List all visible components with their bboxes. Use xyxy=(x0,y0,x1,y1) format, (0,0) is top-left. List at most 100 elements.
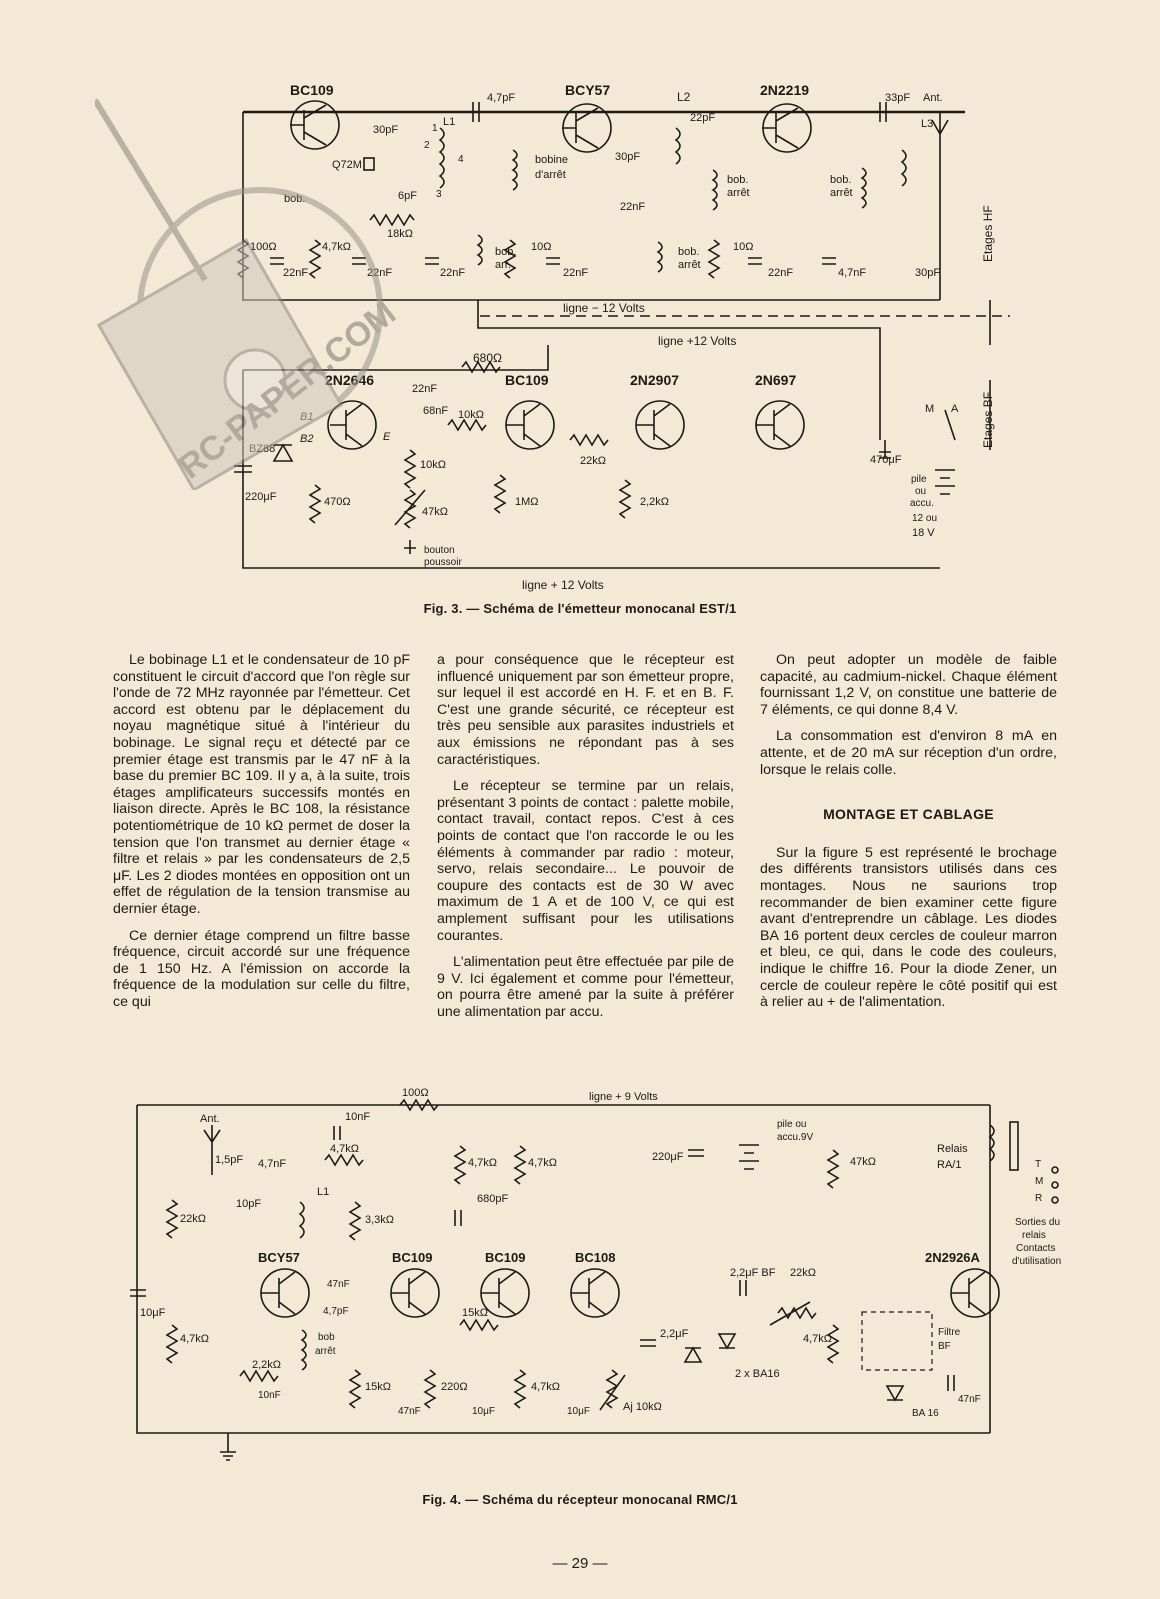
choke-bobine-arret xyxy=(511,149,518,191)
label-bc109-bf: BC109 xyxy=(505,372,549,388)
label-10k-a: 10kΩ xyxy=(458,409,484,421)
label-bob-b2: arrêt xyxy=(727,187,750,199)
label-2n2907: 2N2907 xyxy=(630,372,679,388)
label-pin4: 4 xyxy=(458,154,464,165)
cap-33pf xyxy=(879,102,887,122)
crystal xyxy=(363,157,375,171)
resistor-22k-rx xyxy=(165,1199,179,1239)
col1-paragraph-1: Le bobinage L1 et le condensateur de 10 … xyxy=(113,652,410,917)
rail-ground xyxy=(136,1105,990,1434)
label-680: 680Ω xyxy=(473,351,502,365)
label-rx-sorties: Sorties du xyxy=(1015,1217,1060,1228)
label-rx-l1: L1 xyxy=(317,1186,329,1198)
label-470: 470Ω xyxy=(324,496,351,508)
label-4p7pf: 4,7pF xyxy=(487,92,515,104)
label-bobine: bobine xyxy=(535,154,568,166)
label-rx-bf: BF xyxy=(938,1341,951,1352)
battery-rx xyxy=(739,1144,759,1170)
label-68nf: 68nF xyxy=(423,405,448,417)
label-b2: B2 xyxy=(300,433,313,445)
label-rx-10pf: 10pF xyxy=(236,1198,261,1210)
label-etages-bf: Etages BF xyxy=(981,392,995,448)
label-rx-220: 220Ω xyxy=(441,1381,468,1393)
label-bob-d2: arrêt xyxy=(678,259,701,271)
label-ligne-9v: ligne + 9 Volts xyxy=(589,1091,658,1103)
switch-ma xyxy=(944,409,956,441)
label-22nf-c: 22nF xyxy=(440,267,465,279)
label-22nf-e: 22nF xyxy=(620,201,645,213)
label-rx-10nf-a: 10nF xyxy=(345,1111,370,1123)
watermark-antenna xyxy=(92,98,208,282)
resistor-47k-rx xyxy=(826,1149,840,1189)
label-rx-contacts: Contacts xyxy=(1016,1243,1055,1254)
label-rx-ant: Ant. xyxy=(200,1113,220,1125)
cap-22nf-c xyxy=(425,257,439,265)
label-10ohm-b: 10Ω xyxy=(733,241,753,253)
label-1m: 1MΩ xyxy=(515,496,539,508)
label-rx-utilisation: d'utilisation xyxy=(1012,1256,1061,1267)
label-12ou: 12 ou xyxy=(912,513,937,524)
pot-22k-rx xyxy=(769,1301,817,1326)
label-rx-4k7-g: 4,7kΩ xyxy=(803,1333,832,1345)
figure-4-caption: Fig. 4. — Schéma du récepteur monocanal … xyxy=(422,1492,738,1507)
contact-t xyxy=(1051,1166,1059,1174)
resistor-10k-a xyxy=(447,418,487,432)
label-ligne-p12-a: ligne +12 Volts xyxy=(658,334,736,348)
label-rx-4k7-fb: 4,7kΩ xyxy=(330,1143,359,1155)
2n2219-leads xyxy=(762,107,799,149)
cap-10nf-a xyxy=(333,1126,341,1140)
label-rx-15k-b: 15kΩ xyxy=(462,1307,488,1319)
label-4n7: 4,7nF xyxy=(838,267,866,279)
battery-fig3 xyxy=(935,469,955,495)
2n697-leads xyxy=(756,403,791,447)
contact-m xyxy=(1051,1181,1059,1189)
label-rx-47nf-c: 47nF xyxy=(398,1406,421,1417)
resistor-10k-b xyxy=(403,449,417,489)
label-rx-filtre: Filtre xyxy=(938,1327,961,1338)
label-l2: L2 xyxy=(677,90,691,104)
label-4k7-a: 4,7kΩ xyxy=(322,241,351,253)
label-ligne-p12-b: ligne + 12 Volts xyxy=(522,578,604,592)
label-100ohm: 100Ω xyxy=(250,241,277,253)
pot-47k xyxy=(394,489,426,529)
label-6pf: 6pF xyxy=(398,190,417,202)
label-q72m: Q72M xyxy=(332,159,362,171)
resistor-220 xyxy=(423,1369,437,1409)
col1-paragraph-2: Ce dernier étage comprend un filtre bass… xyxy=(113,927,410,1010)
label-rx-10uf-b: 10μF xyxy=(472,1406,495,1417)
label-22nf-d: 22nF xyxy=(563,267,588,279)
label-rx-22k-b: 22kΩ xyxy=(790,1267,816,1279)
label-bc109-osc: BC109 xyxy=(290,82,334,98)
label-18k: 18kΩ xyxy=(387,228,413,240)
label-rx-4k7-c: 4,7kΩ xyxy=(468,1157,497,1169)
label-bcy57: BCY57 xyxy=(565,82,610,98)
text-column-1: Le bobinage L1 et le condensateur de 10 … xyxy=(113,652,410,1020)
label-rx-ba16: BA 16 xyxy=(912,1408,939,1419)
watermark-drawing: RC-PAPER.COM xyxy=(92,98,403,492)
watermark-dial xyxy=(223,348,287,412)
label-22pf: 22pF xyxy=(690,112,715,124)
label-poussoir: poussoir xyxy=(424,557,462,568)
diode-ba16-a xyxy=(683,1346,703,1363)
label-ligne-m12: ligne − 12 Volts xyxy=(563,301,645,315)
label-rx-2xba16: 2 x BA16 xyxy=(735,1368,780,1380)
label-rx-10uf-a: 10μF xyxy=(140,1307,166,1319)
label-ou: ou xyxy=(915,486,926,497)
choke-rx xyxy=(300,1329,307,1371)
label-bouton: bouton xyxy=(424,545,455,556)
label-rx-680pf: 680pF xyxy=(477,1193,508,1205)
label-a: A xyxy=(951,403,959,415)
resistor-100-rx xyxy=(399,1098,439,1112)
label-bob-c2: arrêt xyxy=(830,187,853,199)
label-220uf: 220μF xyxy=(245,491,277,503)
cap-10uf-a xyxy=(130,1289,146,1297)
label-rx-2k2: 2,2kΩ xyxy=(252,1359,281,1371)
label-30pf-c: 30pF xyxy=(915,267,940,279)
label-rx-aj: Aj 10kΩ xyxy=(623,1401,662,1413)
ground-symbol xyxy=(220,1433,236,1461)
label-10ohm-a: 10Ω xyxy=(531,241,551,253)
coil-l1 xyxy=(438,127,445,189)
label-rx-4k7-b: 4,7kΩ xyxy=(180,1333,209,1345)
label-rx-m: M xyxy=(1035,1176,1043,1187)
